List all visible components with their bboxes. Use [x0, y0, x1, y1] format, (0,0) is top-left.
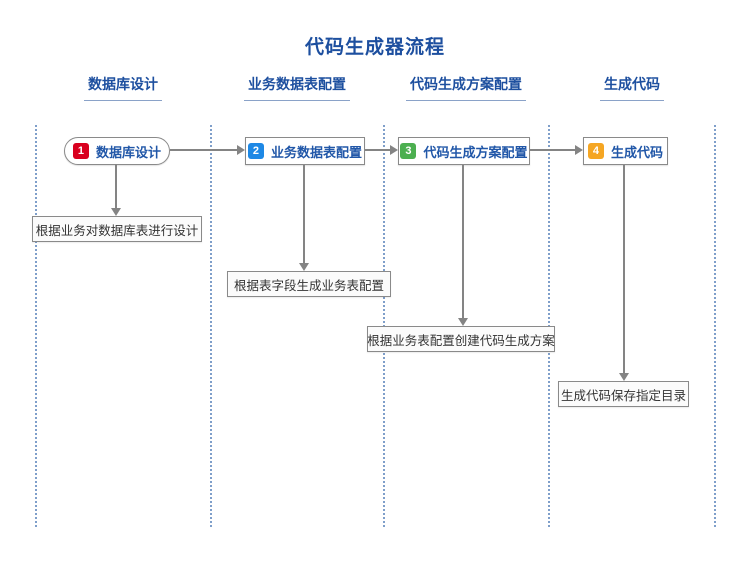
step-node-label: 业务数据表配置	[270, 144, 362, 160]
lane-divider	[210, 125, 212, 527]
step-description-3: 根据业务表配置创建代码生成方案	[367, 326, 555, 352]
step-node-3: 3 代码生成方案配置	[398, 137, 530, 165]
step-node-4: 4 生成代码	[583, 137, 668, 165]
lane-header-table-config: 业务数据表配置	[244, 74, 350, 101]
lane-header-codegen-plan: 代码生成方案配置	[406, 74, 526, 101]
connector-step3-step4	[530, 149, 576, 151]
arrowhead-right-icon	[390, 145, 398, 155]
lane-header-generate-code: 生成代码	[600, 74, 664, 101]
lane-divider	[35, 125, 37, 527]
lane-header-database-design: 数据库设计	[84, 74, 162, 101]
step-number-badge: 1	[72, 143, 89, 159]
connector-step3-desc	[462, 165, 464, 319]
lane-divider	[714, 125, 716, 527]
step-description-2: 根据表字段生成业务表配置	[227, 271, 391, 297]
step-node-label: 生成代码	[610, 144, 663, 160]
step-number-badge: 4	[587, 143, 604, 159]
step-description-1: 根据业务对数据库表进行设计	[32, 216, 202, 242]
arrowhead-down-icon	[299, 263, 309, 271]
step-node-1: 1 数据库设计	[64, 137, 170, 165]
connector-step2-desc	[303, 165, 305, 264]
step-description-4: 生成代码保存指定目录	[558, 381, 689, 407]
step-node-2: 2 业务数据表配置	[245, 137, 365, 165]
connector-step2-step3	[365, 149, 391, 151]
arrowhead-down-icon	[111, 208, 121, 216]
connector-step1-step2	[170, 149, 238, 151]
page-title: 代码生成器流程	[304, 37, 445, 58]
arrowhead-down-icon	[619, 373, 629, 381]
arrowhead-right-icon	[575, 145, 583, 155]
step-number-badge: 2	[247, 143, 264, 159]
step-number-badge: 3	[400, 143, 417, 159]
arrowhead-right-icon	[237, 145, 245, 155]
connector-step4-desc	[623, 165, 625, 374]
step-node-label: 代码生成方案配置	[423, 144, 528, 160]
step-node-label: 数据库设计	[95, 144, 161, 160]
connector-step1-desc	[115, 164, 117, 209]
arrowhead-down-icon	[458, 318, 468, 326]
